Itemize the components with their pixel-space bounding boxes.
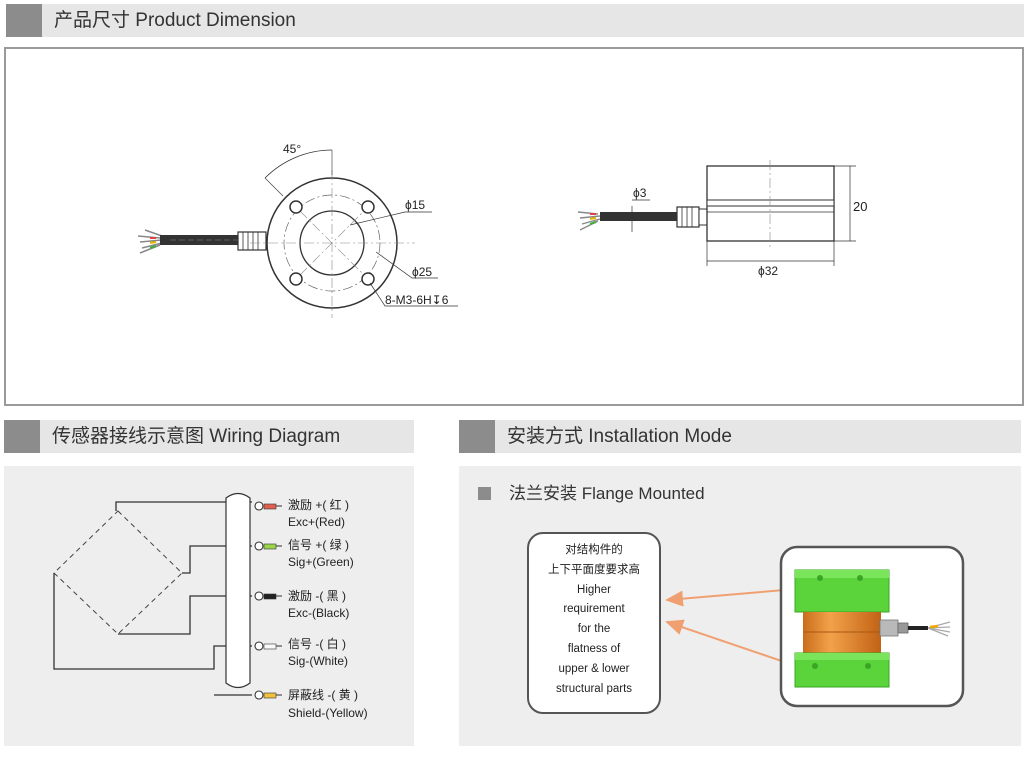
terminal-exc-minus xyxy=(254,591,282,601)
thread-label: 8-M3-6H↧6 xyxy=(385,293,449,307)
terminal-shield xyxy=(254,690,282,700)
terminal-sig-plus xyxy=(254,541,282,551)
wire-label-cn: 信号 +( 绿 ) xyxy=(288,537,349,552)
wire-label-cn: 激励 -( 黑 ) xyxy=(288,589,346,603)
note-line: 上下平面度要求高 xyxy=(548,563,640,576)
note-line: 对结构件的 xyxy=(565,544,623,556)
height-20-label: 20 xyxy=(853,199,867,214)
terminal-exc-plus xyxy=(254,501,282,511)
wiring-diagram-panel: 激励 +( 红 ) Exc+(Red) 信号 +( 绿 ) Sig+(Green… xyxy=(4,466,414,746)
wire-label-en: Exc+(Red) xyxy=(288,515,345,529)
bullet-square-icon xyxy=(478,487,491,500)
note-line: structural parts xyxy=(555,682,633,695)
wire-label-cn: 激励 +( 红 ) xyxy=(288,497,349,512)
section-title: 安装方式 Installation Mode xyxy=(507,426,732,447)
wire-label-en: Shield-(Yellow) xyxy=(288,706,368,720)
front-view: 45° ϕ15 ϕ25 8-M3-6H↧6 xyxy=(137,142,458,318)
side-view: ϕ3 20 ϕ32 xyxy=(577,160,867,278)
wire-label-cn: 屏蔽线 -( 黄 ) xyxy=(288,688,358,702)
diameter-3-label: ϕ3 xyxy=(633,186,647,200)
diameter-32-label: ϕ32 xyxy=(758,264,778,278)
note-line: flatness of xyxy=(567,642,621,655)
dimension-drawing-panel: 45° ϕ15 ϕ25 8-M3-6H↧6 xyxy=(4,47,1024,406)
note-line: requirement xyxy=(563,603,625,616)
section-header-product-dimension: 产品尺寸 Product Dimension xyxy=(6,4,1024,37)
note-line: for the xyxy=(577,623,611,636)
section-header-wiring-diagram: 传感器接线示意图 Wiring Diagram xyxy=(4,420,414,453)
wire-label-en: Sig-(White) xyxy=(288,654,348,668)
flatness-note-box: 对结构件的 上下平面度要求高 Higher requirement for th… xyxy=(527,532,661,714)
header-block xyxy=(4,420,40,453)
header-block xyxy=(6,4,42,37)
note-line: upper & lower xyxy=(558,662,630,675)
section-title: 产品尺寸 Product Dimension xyxy=(54,10,296,31)
installation-subtitle: 法兰安装 Flange Mounted xyxy=(478,482,705,506)
wire-label-cn: 信号 -( 白 ) xyxy=(288,636,346,651)
section-title: 传感器接线示意图 Wiring Diagram xyxy=(52,426,341,447)
note-line: Higher xyxy=(577,583,611,596)
angle-label: 45° xyxy=(283,142,301,156)
section-header-installation-mode: 安装方式 Installation Mode xyxy=(459,420,1021,453)
diameter-25-label: ϕ25 xyxy=(412,265,432,279)
terminal-sig-minus xyxy=(254,641,282,651)
subtitle-text: 法兰安装 Flange Mounted xyxy=(509,484,705,503)
wire-label-en: Sig+(Green) xyxy=(288,555,354,569)
diameter-15-label: ϕ15 xyxy=(405,198,425,212)
wire-label-en: Exc-(Black) xyxy=(288,606,349,620)
header-block xyxy=(459,420,495,453)
